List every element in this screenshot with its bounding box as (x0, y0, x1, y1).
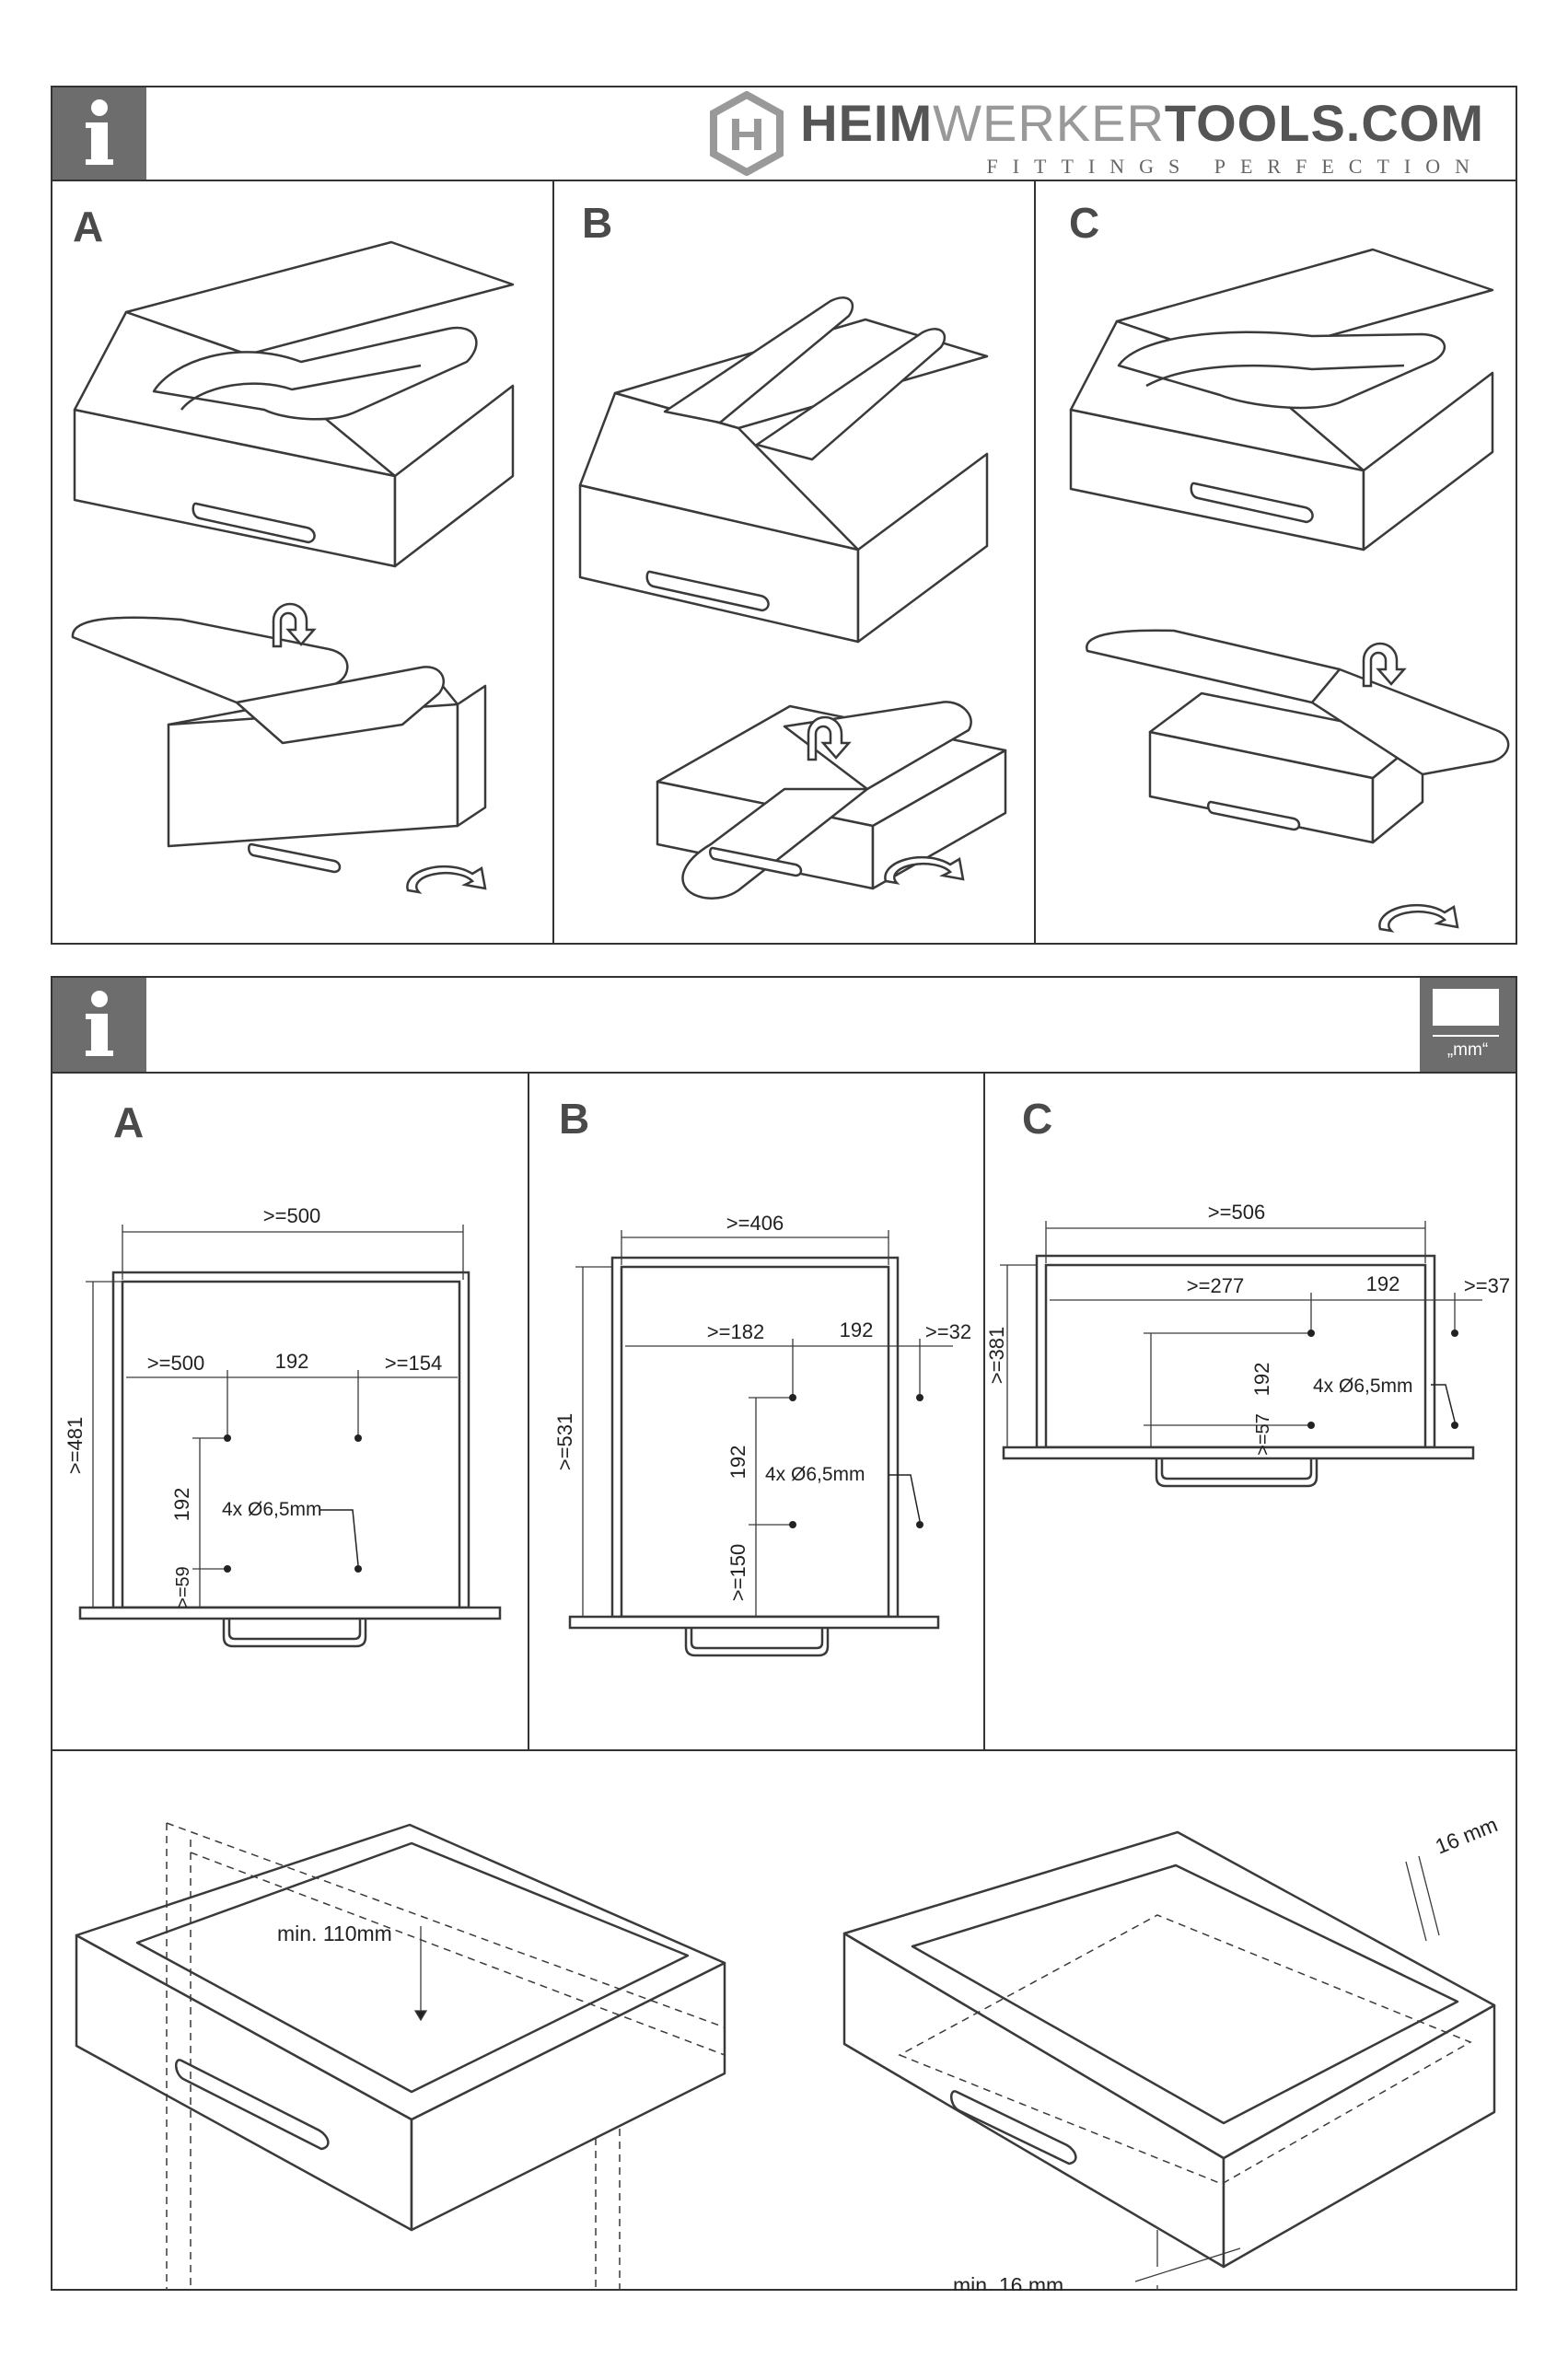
plan-b-front: >=150 (726, 1544, 749, 1601)
plan-c-right: >=37 (1464, 1274, 1510, 1297)
plan-b-spacing: 192 (840, 1318, 874, 1341)
drawer-ironing-board-stored-c (1069, 248, 1510, 933)
plan-b-left: >=182 (707, 1320, 764, 1343)
plan-b-hole-spacing: 192 (726, 1446, 749, 1480)
variant-a-label: A (73, 203, 104, 250)
hexagon-logo-icon (710, 91, 784, 176)
plan-c-width: >=506 (1208, 1201, 1265, 1224)
plan-c-hole-spacing: 192 (1250, 1363, 1273, 1397)
dimension-plan-b: B >=406 (529, 1074, 983, 1749)
plan-c-drawing: >=506 >=381 >=277 192 >=37 192 >=57 4x Ø… (985, 1201, 1510, 1488)
info-icon (86, 99, 113, 165)
drawer-ironing-board-stored-b (578, 296, 1007, 900)
bottom-thickness-note: min. 16 mm (953, 2273, 1063, 2291)
variant-c-cell: C (1036, 181, 1517, 945)
brand-name-werker: WERKER (933, 94, 1165, 152)
plan-a-left: >=500 (147, 1352, 204, 1375)
variant-b-cell: B (554, 181, 1034, 945)
brand-tagline: FITTINGS PERFECTION (986, 155, 1484, 178)
info-icon-tile-bottom: i (52, 978, 146, 1072)
info-icon (86, 991, 113, 1056)
min-height-note: min. 110mm (277, 1922, 392, 1945)
plan-c-label: C (1022, 1095, 1053, 1143)
drawer-perspective-drawings: min. 110mm 16 mm min. 16 mm (75, 1812, 1501, 2291)
plan-b-label: B (559, 1095, 590, 1143)
plan-c-front: >=57 (1253, 1413, 1273, 1456)
variant-c-label: C (1069, 199, 1100, 247)
plan-a-spacing: 192 (275, 1350, 309, 1373)
dimension-plan-a: A >=500 (52, 1074, 528, 1749)
plan-c-left: >=277 (1187, 1274, 1244, 1297)
plan-a-width: >=500 (263, 1204, 320, 1227)
dimensions-panel: i „mm“ A (51, 976, 1517, 2291)
unit-badge: „mm“ (1420, 978, 1516, 1072)
plan-c-holes: 4x Ø6,5mm (1313, 1376, 1413, 1397)
plan-b-width: >=406 (726, 1212, 784, 1235)
plan-a-hole-spacing: 192 (170, 1488, 193, 1522)
plan-c-depth: >=381 (985, 1327, 1008, 1384)
plan-a-depth: >=481 (64, 1417, 87, 1474)
plan-b-holes: 4x Ø6,5mm (765, 1464, 865, 1485)
plan-a-right: >=154 (385, 1352, 442, 1375)
variant-a-cell: A (52, 181, 552, 945)
plan-a-front: >=59 (173, 1566, 193, 1608)
plan-b-right: >=32 (925, 1320, 971, 1343)
info-icon-tile: i (52, 87, 146, 180)
brand-logo: HEIMWERKERTOOLS.COM FITTINGS PERFECTION (710, 91, 1484, 179)
drawer-perspective-row: min. 110mm 16 mm min. 16 mm (52, 1751, 1517, 2291)
drawer-ironing-board-stored-a (71, 240, 515, 894)
plan-b-drawing: >=406 >=531 >=182 192 >=32 192 >=150 4x … (553, 1212, 971, 1657)
brand-name-tools: TOOLS.COM (1164, 94, 1484, 152)
plan-c-spacing: 192 (1366, 1272, 1400, 1295)
unit-badge-text: „mm“ (1446, 1040, 1489, 1060)
measure-icon (1433, 989, 1499, 1026)
plan-b-depth: >=531 (553, 1413, 576, 1470)
plan-a-drawing: >=500 >=481 >=500 192 >=154 192 >=59 4x … (64, 1204, 502, 1648)
brand-name-heim: HEIM (800, 94, 934, 152)
side-thickness-note: 16 mm (1432, 1812, 1501, 1858)
variant-b-label: B (582, 199, 613, 247)
installation-variants-panel: i HEIMWERKERTOOLS.COM FITTINGS PERFECTIO… (51, 86, 1517, 945)
plan-a-label: A (113, 1098, 145, 1146)
dimension-plan-c: C >=506 (985, 1074, 1517, 1749)
plan-a-holes: 4x Ø6,5mm (222, 1499, 322, 1520)
